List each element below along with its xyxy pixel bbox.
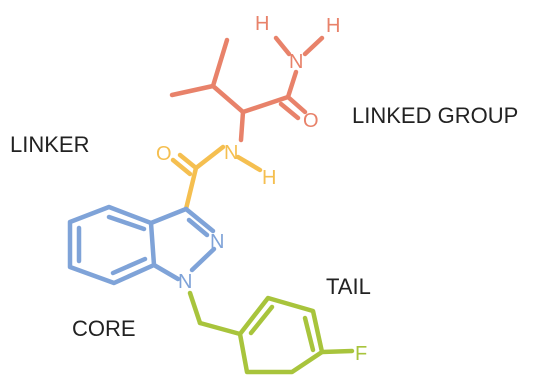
- bond-c3a-c3: [148, 206, 189, 226]
- bond-n-h2: [302, 35, 325, 57]
- bond-n-h1: [273, 35, 292, 57]
- tail-label: TAIL: [326, 274, 371, 299]
- bond-n1-c7a: [151, 262, 181, 282]
- bond-isopropyl-methyl-left: [169, 83, 216, 98]
- linker-structure: [170, 144, 263, 212]
- core-n2-label: N: [210, 231, 224, 253]
- fluorine-label: F: [355, 343, 367, 365]
- linked-group-label: LINKED GROUP: [352, 103, 518, 128]
- core-n1-label: N: [178, 271, 192, 293]
- bond-carbonyl-o: [285, 94, 308, 115]
- bond-ring-f: [319, 348, 355, 355]
- core-benzene-double-3: [110, 256, 148, 276]
- bond-linker-carbonyl-o-double: [170, 157, 193, 177]
- bond-ch2-ring: [197, 320, 243, 337]
- linker-n-label: N: [224, 142, 238, 164]
- linked-group-structure: [169, 35, 325, 143]
- bond-n2-n1: [189, 246, 217, 273]
- amide-n-label: N: [289, 51, 303, 73]
- core-label: CORE: [72, 316, 136, 341]
- bond-linker-carbonyl-o: [177, 152, 199, 171]
- core-structure: [67, 204, 217, 286]
- linker-label: LINKER: [10, 132, 89, 157]
- bond-alpha-carbonyl: [240, 94, 291, 115]
- tail-benzene-double-2: [302, 315, 316, 353]
- linker-o-label: O: [156, 143, 172, 165]
- bond-isopropyl-alpha: [210, 83, 246, 115]
- tail-structure: [187, 290, 355, 375]
- bond-c3-n2-double: [186, 217, 210, 238]
- bond-linker-n-carbonyl: [193, 144, 226, 171]
- bond-n1-ch2: [187, 290, 203, 326]
- amide-h2-label: H: [326, 15, 340, 37]
- core-benzene-double-1: [106, 214, 147, 232]
- bond-c3-n2: [183, 206, 216, 234]
- amide-h1-label: H: [255, 13, 269, 35]
- bond-isopropyl-methyl-top: [210, 37, 230, 89]
- bond-alpha-linker-n: [238, 109, 246, 143]
- linker-h-label: H: [262, 167, 276, 189]
- bond-carbonyl-o-double: [278, 101, 301, 121]
- bond-linker-carbonyl-core: [183, 165, 199, 212]
- amide-o-label: O: [303, 110, 319, 132]
- bond-linker-n-h: [235, 154, 263, 173]
- bond-carbonyl-n: [285, 69, 299, 100]
- tail-benzene-double-1: [248, 304, 275, 336]
